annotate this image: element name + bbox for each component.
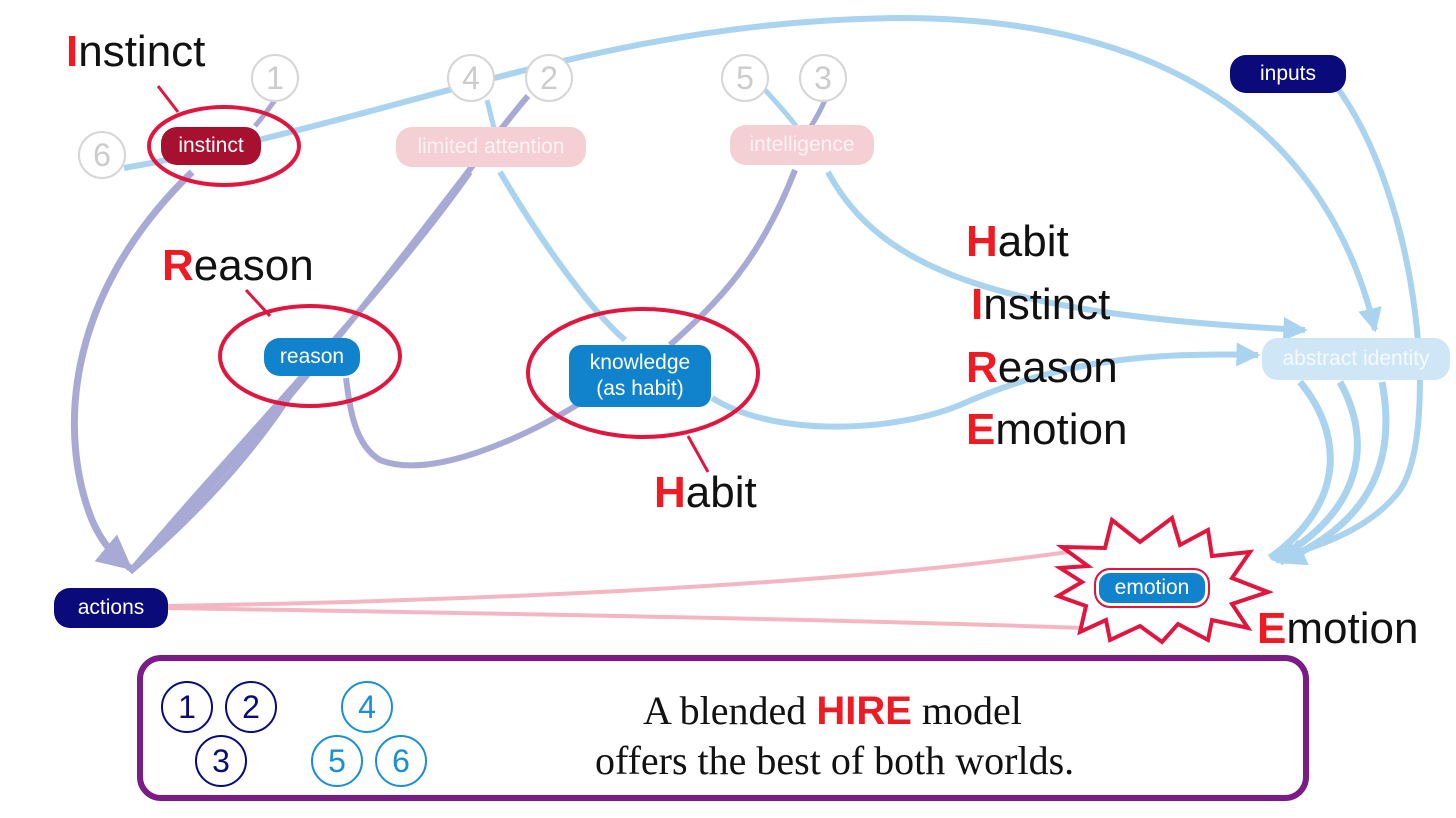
node-reason: reason xyxy=(264,338,360,376)
node-limited-attention: limited attention xyxy=(396,127,586,167)
legend-circle-4-number: 4 xyxy=(358,688,376,725)
step-circle-4-number: 4 xyxy=(462,59,480,96)
step-circle-1-number: 1 xyxy=(266,59,284,96)
legend-circle-1-number: 1 xyxy=(178,688,196,725)
flow-emotion-to-actions-bottom xyxy=(167,606,1086,630)
flow-abstract-to-emotion-a xyxy=(1267,379,1334,561)
hire-item-instinct: Instinct xyxy=(971,279,1110,331)
legend-circle-1: 1 xyxy=(161,681,213,733)
label-instinct-initial: I xyxy=(66,27,79,76)
hire-item-instinct-initial: I xyxy=(971,280,984,329)
step-circle-5: 5 xyxy=(721,54,769,102)
legend-line-1: A blended HIRE model xyxy=(643,687,1022,735)
hire-item-emotion: Emotion xyxy=(966,404,1127,456)
legend-line-2: offers the best of both worlds. xyxy=(595,738,1075,783)
label-habit-rest: abit xyxy=(685,468,757,517)
hire-item-reason-rest: eason xyxy=(997,343,1118,392)
hire-item-emotion-rest: motion xyxy=(995,405,1128,454)
step-circle-5-number: 5 xyxy=(736,59,754,96)
label-emotion-initial: E xyxy=(1257,604,1287,653)
hire-item-instinct-rest: nstinct xyxy=(983,280,1111,329)
step-circle-3-number: 3 xyxy=(814,59,832,96)
legend-box: 1 2 3 4 5 6 A blended HIRE model offers … xyxy=(137,655,1309,801)
flow-6-over-to-abstract xyxy=(123,14,1382,333)
label-reason-rest: eason xyxy=(193,241,314,290)
legend-circle-3: 3 xyxy=(195,735,247,787)
step-circle-1: 1 xyxy=(251,54,299,102)
legend-line1-post: model xyxy=(921,688,1022,733)
flow-knowledge-to-reason xyxy=(343,377,584,469)
step-circle-3: 3 xyxy=(799,54,847,102)
legend-line1-pre: A blended xyxy=(643,688,807,733)
leader-habit xyxy=(686,435,710,473)
flow-knowledge-to-abstract xyxy=(710,342,1261,430)
flow-4-to-attention xyxy=(484,99,497,129)
label-instinct: Instinct xyxy=(66,26,205,78)
label-emotion-rest: motion xyxy=(1286,604,1419,653)
flow-attention-to-knowledge xyxy=(497,170,627,343)
step-circle-4: 4 xyxy=(447,54,495,102)
legend-circle-3-number: 3 xyxy=(212,742,230,779)
hire-item-habit-initial: H xyxy=(966,217,998,266)
leader-reason xyxy=(244,288,272,318)
step-circle-6: 6 xyxy=(78,131,126,179)
hire-item-reason-initial: R xyxy=(966,343,998,392)
legend-circle-4: 4 xyxy=(341,681,393,733)
legend-circle-6: 6 xyxy=(375,735,427,787)
step-circle-2: 2 xyxy=(525,54,573,102)
hire-item-emotion-initial: E xyxy=(966,405,996,454)
step-circle-2-number: 2 xyxy=(540,59,558,96)
flow-reason-to-actions xyxy=(128,378,303,575)
node-knowledge: knowledge (as habit) xyxy=(569,345,711,407)
ring-reason xyxy=(218,304,402,408)
node-emotion: emotion xyxy=(1094,568,1210,608)
flow-emotion-to-actions-top xyxy=(167,550,1069,608)
ring-instinct xyxy=(147,105,301,187)
hire-item-reason: Reason xyxy=(966,342,1118,394)
flow-inputs-to-emotion xyxy=(1272,84,1423,565)
flow-instinct-to-actions xyxy=(70,169,195,571)
hire-item-habit-rest: abit xyxy=(997,217,1069,266)
label-emotion: Emotion xyxy=(1257,603,1418,655)
legend-circle-6-number: 6 xyxy=(392,742,410,779)
ring-knowledge xyxy=(526,307,760,439)
hire-item-habit: Habit xyxy=(966,216,1069,268)
label-reason: Reason xyxy=(162,240,314,292)
node-instinct: instinct xyxy=(161,127,261,165)
flow-abstract-to-emotion-c xyxy=(1277,381,1390,566)
legend-circle-2: 2 xyxy=(225,681,277,733)
legend-circle-5-number: 5 xyxy=(328,742,346,779)
node-inputs: inputs xyxy=(1230,55,1346,93)
flow-intelligence-to-abstract xyxy=(825,170,1308,341)
label-habit: Habit xyxy=(654,467,757,519)
label-reason-initial: R xyxy=(162,241,194,290)
node-abstract-identity: abstract identity xyxy=(1262,338,1450,380)
flow-intelligence-to-knowledge xyxy=(667,168,798,348)
flow-5-to-intelligence xyxy=(763,88,799,128)
label-instinct-rest: nstinct xyxy=(78,27,206,76)
legend-circle-2-number: 2 xyxy=(242,688,260,725)
label-habit-initial: H xyxy=(654,468,686,517)
legend-hire-word: HIRE xyxy=(816,689,912,733)
node-actions: actions xyxy=(54,588,168,628)
leader-instinct xyxy=(156,85,180,113)
step-circle-6-number: 6 xyxy=(93,136,111,173)
legend-circle-5: 5 xyxy=(311,735,363,787)
node-intelligence: intelligence xyxy=(730,125,874,165)
flow-3-to-intelligence xyxy=(807,99,828,130)
